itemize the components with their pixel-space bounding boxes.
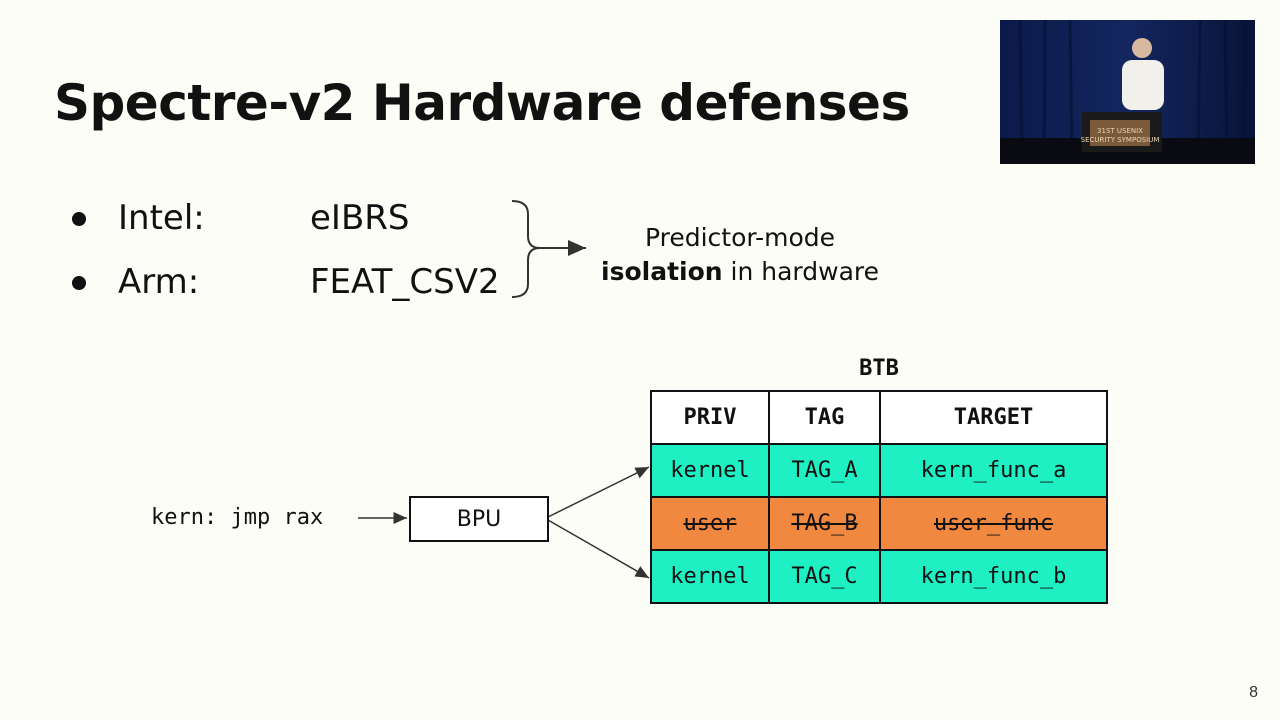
- speaker-video-image: 31ST USENIX SECURITY SYMPOSIUM: [1000, 20, 1255, 164]
- header-priv: PRIV: [650, 390, 770, 445]
- cell-priv: user: [650, 496, 770, 551]
- cell-tag: TAG_B: [768, 496, 881, 551]
- svg-text:31ST USENIX: 31ST USENIX: [1097, 127, 1143, 135]
- table-row: kernel TAG_C kern_func_b: [650, 549, 1108, 604]
- bpu-to-row-c-arrow: [547, 519, 650, 579]
- slide-title: Spectre-v2 Hardware defenses: [54, 74, 910, 132]
- cell-target: user_func: [879, 496, 1108, 551]
- cell-priv: kernel: [650, 549, 770, 604]
- isolation-note: Predictor-mode isolation in hardware: [600, 221, 880, 289]
- page-number: 8: [1249, 684, 1258, 701]
- btb-header-row: PRIV TAG TARGET: [650, 390, 1108, 445]
- cell-tag: TAG_C: [768, 549, 881, 604]
- code-snippet: kern: jmp rax: [151, 505, 324, 530]
- cell-priv: kernel: [650, 443, 770, 498]
- note-bold: isolation: [601, 257, 723, 286]
- bullet-feature-csv2: FEAT_CSV2: [310, 262, 500, 302]
- bpu-to-row-a-arrow: [547, 466, 650, 518]
- bpu-label: BPU: [456, 506, 502, 532]
- cell-tag: TAG_A: [768, 443, 881, 498]
- bullet-vendor-arm: Arm:: [118, 262, 200, 302]
- speaker-video-thumbnail: 31ST USENIX SECURITY SYMPOSIUM: [1000, 20, 1255, 164]
- header-target: TARGET: [879, 390, 1108, 445]
- cell-target: kern_func_a: [879, 443, 1108, 498]
- note-line1: Predictor-mode: [644, 223, 835, 252]
- table-row: kernel TAG_A kern_func_a: [650, 443, 1108, 498]
- note-rest: in hardware: [722, 257, 880, 286]
- bullet-feature-eibrs: eIBRS: [310, 198, 410, 238]
- bullet-dot: [72, 212, 86, 226]
- cell-target: kern_func_b: [879, 549, 1108, 604]
- svg-text:SECURITY SYMPOSIUM: SECURITY SYMPOSIUM: [1081, 136, 1160, 144]
- header-tag: TAG: [768, 390, 881, 445]
- bullet-vendor-intel: Intel:: [118, 198, 205, 238]
- table-row: user TAG_B user_func: [650, 496, 1108, 551]
- btb-title: BTB: [859, 356, 899, 381]
- btb-table: PRIV TAG TARGET kernel TAG_A kern_func_a…: [650, 390, 1108, 604]
- bullet-dot: [72, 276, 86, 290]
- bpu-box: BPU: [409, 496, 549, 542]
- right-brace-icon: [511, 200, 541, 298]
